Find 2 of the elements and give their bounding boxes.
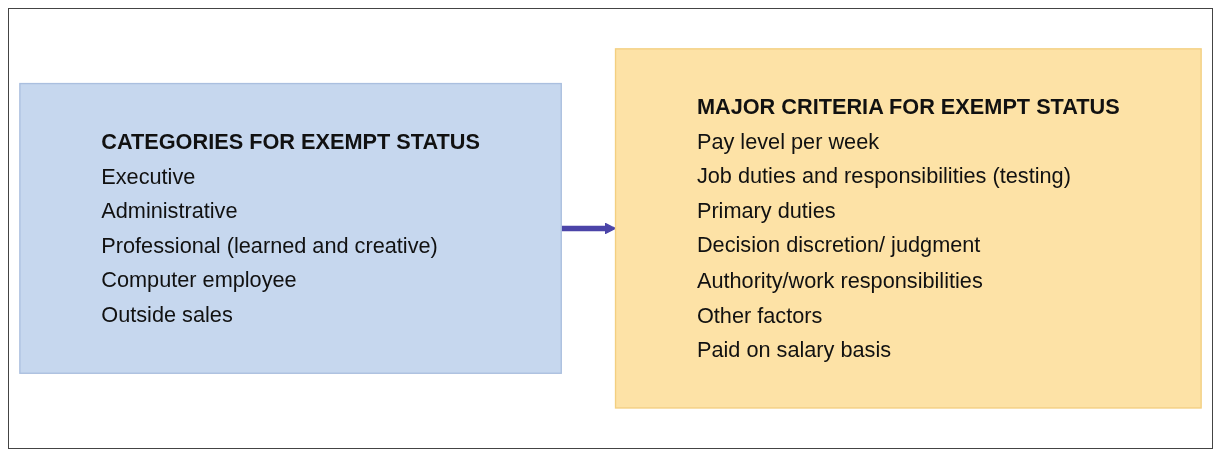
node-box: MAJOR CRITERIA FOR EXEMPT STATUS Pay level per week Job duties and responsibilities (testing) Primary duties Decision discretion/ judgment Authority/work responsibilities Other factors Paid on salary basis (614, 48, 1202, 409)
node-box: CATEGORIES FOR EXEMPT STATUS Executive Administrative Professional (learned and creative) Computer employee Outside sales (19, 82, 562, 374)
